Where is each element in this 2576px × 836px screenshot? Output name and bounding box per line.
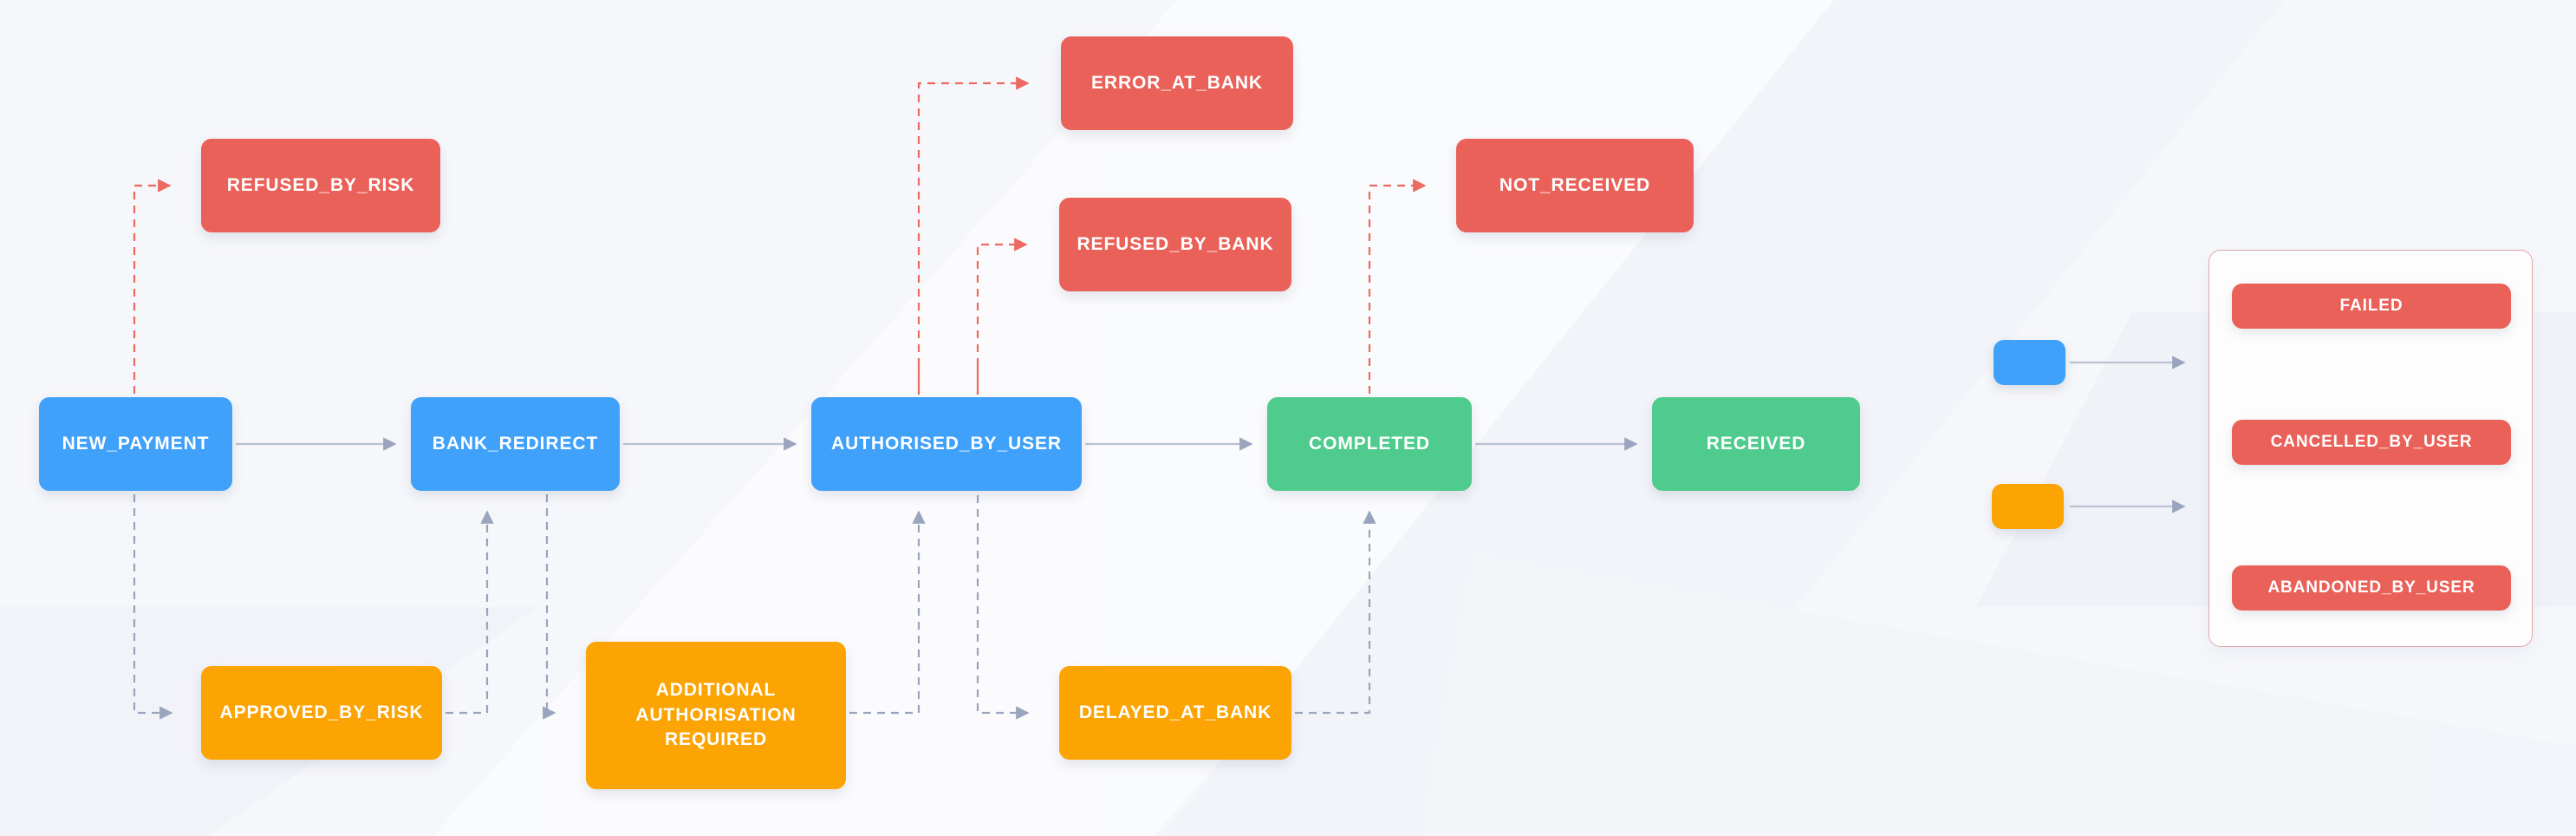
node-label: BANK_REDIRECT bbox=[432, 433, 599, 454]
node-stub-blue[interactable] bbox=[1994, 340, 2065, 385]
node-label: DELAYED_AT_BANK bbox=[1078, 702, 1272, 722]
node-additional-authorisation-required[interactable]: ADDITIONAL AUTHORISATION REQUIRED bbox=[586, 642, 846, 789]
node-label: NEW_PAYMENT bbox=[62, 433, 210, 454]
node-label: REFUSED_BY_BANK bbox=[1077, 233, 1274, 254]
node-error-at-bank[interactable]: ERROR_AT_BANK bbox=[1061, 36, 1293, 130]
node-delayed-at-bank[interactable]: DELAYED_AT_BANK bbox=[1059, 666, 1291, 760]
node-refused-by-risk[interactable]: REFUSED_BY_RISK bbox=[201, 139, 440, 232]
node-label: ADDITIONAL AUTHORISATION REQUIRED bbox=[635, 680, 797, 750]
node-refused-by-bank[interactable]: REFUSED_BY_BANK bbox=[1059, 198, 1291, 291]
node-approved-by-risk[interactable]: APPROVED_BY_RISK bbox=[201, 666, 442, 760]
node-completed[interactable]: COMPLETED bbox=[1267, 397, 1472, 491]
node-stub-orange[interactable] bbox=[1992, 484, 2064, 529]
node-label: CANCELLED_BY_USER bbox=[2270, 433, 2473, 452]
node-received[interactable]: RECEIVED bbox=[1652, 397, 1860, 491]
node-label: COMPLETED bbox=[1309, 433, 1430, 454]
node-authorised-by-user[interactable]: AUTHORISED_BY_USER bbox=[811, 397, 1082, 491]
node-label: ABANDONED_BY_USER bbox=[2267, 578, 2475, 598]
node-new-payment[interactable]: NEW_PAYMENT bbox=[39, 397, 232, 491]
node-bank-redirect[interactable]: BANK_REDIRECT bbox=[411, 397, 620, 491]
node-label: APPROVED_BY_RISK bbox=[219, 702, 424, 722]
node-label: FAILED bbox=[2339, 297, 2404, 316]
node-label: NOT_RECEIVED bbox=[1499, 174, 1651, 195]
node-not-received[interactable]: NOT_RECEIVED bbox=[1456, 139, 1694, 232]
terminal-states-panel: FAILED CANCELLED_BY_USER ABANDONED_BY_US… bbox=[2208, 250, 2533, 647]
node-abandoned-by-user[interactable]: ABANDONED_BY_USER bbox=[2232, 565, 2511, 611]
node-label: RECEIVED bbox=[1706, 433, 1806, 454]
node-label: AUTHORISED_BY_USER bbox=[831, 433, 1062, 454]
node-failed[interactable]: FAILED bbox=[2232, 284, 2511, 329]
node-label: REFUSED_BY_RISK bbox=[226, 174, 415, 195]
node-cancelled-by-user[interactable]: CANCELLED_BY_USER bbox=[2232, 420, 2511, 465]
node-label: ERROR_AT_BANK bbox=[1091, 72, 1263, 93]
